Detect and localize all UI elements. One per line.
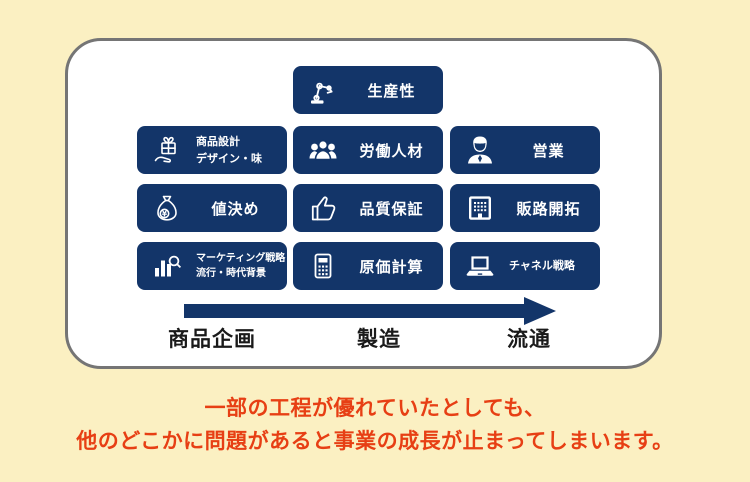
box-labor: 労働人材 [293,126,443,174]
stage-label-planning: 商品企画 [168,327,256,351]
box-product-design: 商品設計 デザイン・味 [137,126,287,174]
box-sublabel: 流行・時代背景 [196,268,266,279]
caption: 一部の工程が優れていたとしても、 他のどこかに問題があると事業の成長が止まってし… [0,392,750,458]
svg-text:¥: ¥ [162,209,168,218]
stage-label-distribution: 流通 [507,327,551,351]
box-label: チャネル戦略 [509,259,575,273]
box-label: 値決め [211,199,260,218]
box-channel-strategy: チャネル戦略 [450,242,600,290]
money-bag-icon: ¥ [150,191,184,225]
thumbs-up-icon [306,191,340,225]
caption-line-2: 他のどこかに問題があると事業の成長が止まってしまいます。 [76,429,674,453]
box-labels: チャネル戦略 [505,257,592,274]
box-label: 販路開拓 [516,199,581,218]
caption-line-1: 一部の工程が優れていたとしても、 [204,396,546,420]
box-label: 商品設計 [196,134,240,148]
box-sales: 営業 [450,126,600,174]
box-label: 生産性 [367,81,416,100]
box-quality: 品質保証 [293,184,443,232]
box-label: マーケティング戦略 [196,252,286,264]
process-arrow-head [524,297,556,325]
box-pricing: ¥ 値決め [137,184,287,232]
box-label: 原価計算 [359,257,424,276]
people-group-icon [306,133,340,167]
box-label: 労働人材 [359,141,424,160]
stage-label-manufacturing: 製造 [357,327,401,351]
box-labels: マーケティング戦略 流行・時代背景 [192,251,285,282]
box-channel-development: 販路開拓 [450,184,600,232]
gift-hand-icon [150,133,184,167]
box-productivity: 生産性 [293,66,443,114]
bar-chart-magnifier-icon [150,249,184,283]
robot-arm-icon [306,73,340,107]
office-building-icon [463,191,497,225]
box-labels: 商品設計 デザイン・味 [192,133,279,167]
laptop-icon [463,249,497,283]
box-marketing: マーケティング戦略 流行・時代背景 [137,242,287,290]
box-label: 品質保証 [359,199,424,218]
box-label: 営業 [532,141,565,160]
box-sublabel: デザイン・味 [196,152,262,165]
box-cost-accounting: 原価計算 [293,242,443,290]
businessman-icon [463,133,497,167]
calculator-icon [306,249,340,283]
process-arrow-body [184,304,524,318]
